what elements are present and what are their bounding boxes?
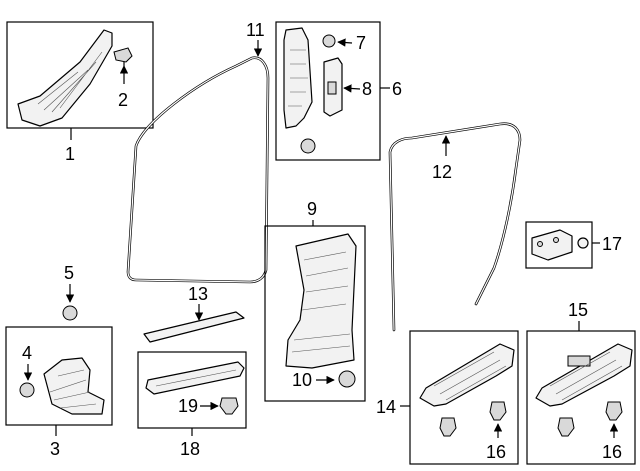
box-part-1 — [6, 21, 154, 129]
callout-16b: 16 — [602, 442, 622, 462]
clip-15a — [557, 417, 575, 437]
callout-14: 14 — [376, 397, 396, 417]
callout-19: 19 — [178, 396, 198, 416]
center-pillar-lower-garnish — [285, 233, 357, 369]
part-group-14: 16 14 — [376, 330, 519, 465]
callout-17: 17 — [602, 234, 622, 254]
callout-6: 6 — [392, 79, 402, 99]
a-pillar-garnish — [17, 29, 113, 127]
callout-13: 13 — [188, 284, 208, 304]
callout-12: 12 — [432, 162, 452, 182]
clip-10 — [338, 370, 356, 388]
clip-14a — [439, 417, 457, 437]
clip-4 — [19, 382, 35, 398]
callout-18: 18 — [180, 439, 200, 459]
callout-5: 5 — [64, 263, 74, 283]
leader-7 — [337, 38, 353, 47]
callout-3: 3 — [50, 439, 60, 459]
callout-4: 4 — [22, 343, 32, 363]
clip-17 — [577, 237, 589, 249]
part-group-6: 7 8 6 — [275, 21, 402, 161]
clip-19 — [219, 397, 239, 415]
box-part-14 — [409, 330, 519, 465]
rear-step-cover-14 — [419, 343, 515, 407]
scuff-plate — [143, 311, 245, 343]
part-group-17: 17 — [525, 221, 622, 269]
box-part-15 — [526, 330, 636, 465]
door-opening-weatherstrip — [126, 56, 270, 284]
cap-5 — [62, 305, 78, 321]
bracket — [531, 229, 573, 261]
clip-7 — [322, 34, 336, 48]
callout-8: 8 — [362, 79, 372, 99]
part-11-weatherstrip: 11 — [126, 20, 270, 284]
part-group-3: 4 3 — [5, 326, 113, 459]
rear-door-weatherstrip — [388, 122, 522, 332]
clip-16b — [605, 401, 623, 421]
box-part-17 — [525, 221, 593, 269]
callout-1: 1 — [65, 144, 75, 164]
clip-16a — [489, 401, 507, 421]
box-part-3 — [5, 326, 113, 426]
callout-9: 9 — [307, 199, 317, 219]
callout-10: 10 — [292, 370, 312, 390]
part-group-9: 9 10 — [264, 199, 366, 402]
callout-11: 11 — [246, 20, 265, 40]
clip-2 — [113, 47, 133, 66]
part-12-weatherstrip: 12 — [388, 122, 522, 332]
cowl-side-trim — [43, 357, 105, 415]
part-13: 13 — [143, 284, 245, 343]
callout-7: 7 — [356, 33, 366, 53]
callout-16a: 16 — [486, 442, 506, 462]
part-5: 5 — [62, 263, 78, 321]
part-group-1: 2 1 — [6, 21, 154, 164]
callout-2: 2 — [118, 90, 128, 110]
box-part-9 — [264, 225, 366, 402]
clip-lower — [300, 138, 316, 154]
part-group-15: 15 16 — [526, 300, 636, 465]
leader-8 — [343, 84, 361, 93]
rear-step-cover-15 — [535, 343, 633, 407]
box-part-6 — [275, 21, 381, 161]
part-group-18: 19 18 — [137, 351, 247, 459]
callout-15: 15 — [568, 300, 588, 320]
